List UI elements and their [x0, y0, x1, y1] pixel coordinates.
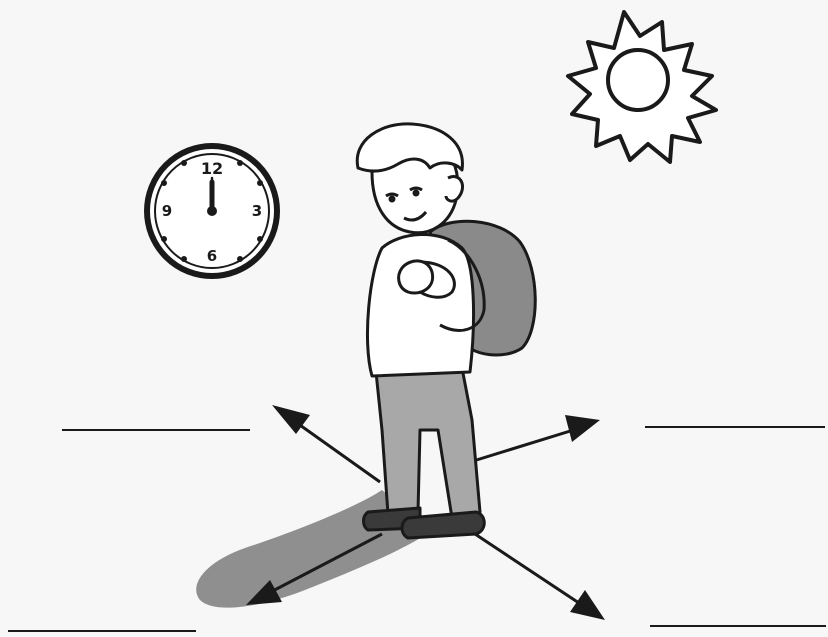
arrow-down-right [475, 534, 585, 607]
clock-number-9: 9 [162, 202, 172, 220]
answer-line-3[interactable] [8, 630, 196, 632]
arrow-up-right-head [565, 415, 600, 442]
arrow-down-right-head [570, 590, 605, 620]
answer-line-4[interactable] [650, 625, 826, 627]
clock-number-6: 6 [207, 247, 217, 265]
arrow-up-right [470, 428, 580, 462]
clock-number-3: 3 [252, 202, 262, 220]
answer-line-1[interactable] [62, 429, 250, 431]
boy-with-backpack [357, 124, 535, 538]
clock-number-12: 12 [201, 159, 223, 178]
sun-icon [568, 12, 716, 162]
clock-icon: 12 3 6 9 [147, 146, 277, 276]
shirt [367, 234, 473, 376]
eye-right-pupil [414, 191, 418, 195]
hand [399, 261, 433, 293]
ear [446, 177, 463, 201]
answer-line-2[interactable] [645, 426, 825, 428]
eye-left-pupil [390, 197, 394, 201]
arrow-up-left [290, 418, 380, 482]
trousers [376, 368, 480, 518]
